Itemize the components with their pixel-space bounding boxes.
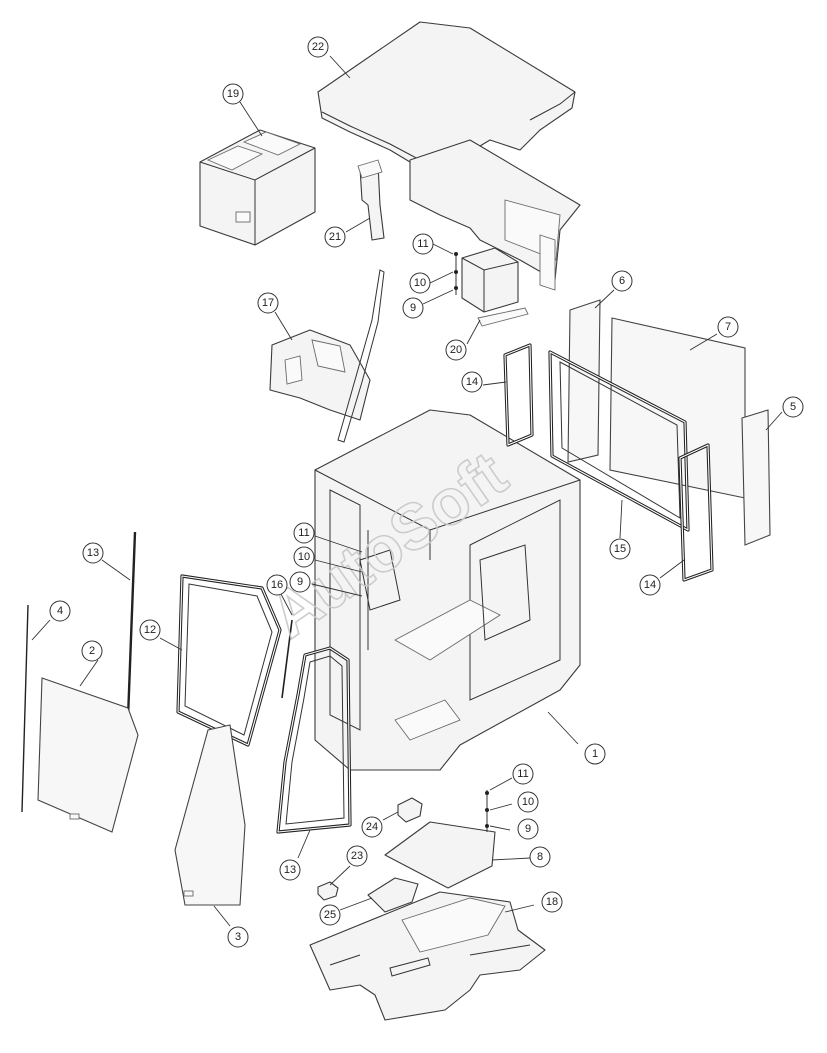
callout-8: 8 xyxy=(529,846,551,868)
part-door-glass xyxy=(37,677,139,833)
callout-25: 25 xyxy=(319,904,341,926)
svg-text:10: 10 xyxy=(298,551,310,563)
svg-text:11: 11 xyxy=(417,238,428,250)
part-window-seal-large xyxy=(548,350,690,532)
callout-13-lower: 13 xyxy=(279,859,301,881)
part-control-box xyxy=(454,247,529,327)
callout-21: 21 xyxy=(324,226,346,248)
callout-17: 17 xyxy=(257,292,279,314)
callout-20: 20 xyxy=(445,339,467,361)
svg-text:1: 1 xyxy=(592,748,598,760)
part-bracket xyxy=(357,159,385,241)
part-seal-13-lower xyxy=(276,646,352,834)
callout-3: 3 xyxy=(227,926,249,948)
part-floor-plate xyxy=(384,790,496,889)
callout-6: 6 xyxy=(611,270,633,292)
svg-text:7: 7 xyxy=(725,321,731,333)
svg-text:11: 11 xyxy=(298,527,309,539)
svg-text:8: 8 xyxy=(537,851,543,863)
svg-text:9: 9 xyxy=(297,576,303,588)
callout-23: 23 xyxy=(346,845,368,867)
svg-text:16: 16 xyxy=(271,579,283,591)
svg-text:18: 18 xyxy=(546,896,558,908)
svg-text:15: 15 xyxy=(614,543,626,555)
callout-22: 22 xyxy=(307,36,329,58)
callout-18: 18 xyxy=(541,891,563,913)
callouts: 22 19 21 11 10 9 20 17 6 7 14 5 15 14 13… xyxy=(49,36,804,948)
part-floor-mat xyxy=(309,891,546,1021)
part-door-seal xyxy=(176,574,282,747)
callout-10-lower: 10 xyxy=(517,791,539,813)
callout-14-upper: 14 xyxy=(461,371,483,393)
part-small-glass xyxy=(741,409,771,546)
callout-5: 5 xyxy=(782,396,804,418)
svg-text:22: 22 xyxy=(312,41,324,53)
svg-text:14: 14 xyxy=(644,579,656,591)
callout-19: 19 xyxy=(222,83,244,105)
part-item-24 xyxy=(397,797,423,823)
part-cab-frame xyxy=(314,409,581,771)
part-glass-panel-3 xyxy=(174,724,246,906)
svg-text:21: 21 xyxy=(329,231,341,243)
part-roof xyxy=(317,21,576,171)
part-strip-4 xyxy=(21,604,29,813)
svg-text:20: 20 xyxy=(450,344,462,356)
callout-16: 16 xyxy=(266,574,288,596)
svg-text:19: 19 xyxy=(227,88,239,100)
part-console xyxy=(269,269,385,443)
svg-text:23: 23 xyxy=(351,850,363,862)
svg-text:6: 6 xyxy=(619,275,625,287)
callout-12: 12 xyxy=(139,619,161,641)
part-strip-16 xyxy=(281,619,293,699)
callout-4: 4 xyxy=(49,600,71,622)
callout-15: 15 xyxy=(609,538,631,560)
callout-11-mid: 11 xyxy=(293,522,315,544)
part-item-23 xyxy=(317,881,339,901)
callout-10-mid: 10 xyxy=(293,546,315,568)
callout-11-lower: 11 xyxy=(512,763,534,785)
svg-text:25: 25 xyxy=(324,909,336,921)
leader-lines xyxy=(31,55,783,927)
svg-text:11: 11 xyxy=(517,768,528,780)
svg-text:24: 24 xyxy=(366,821,378,833)
svg-text:17: 17 xyxy=(262,297,274,309)
part-side-glass xyxy=(609,317,746,499)
svg-text:2: 2 xyxy=(89,645,95,657)
part-rear-wall xyxy=(409,139,581,291)
callout-10-upper: 10 xyxy=(409,272,431,294)
callout-9-lower: 9 xyxy=(517,818,539,840)
callout-9-upper: 9 xyxy=(402,297,424,319)
part-seal-upper xyxy=(503,343,534,447)
part-rear-glass xyxy=(567,299,601,463)
callout-13-upper: 13 xyxy=(82,542,104,564)
callout-7: 7 xyxy=(717,316,739,338)
svg-text:4: 4 xyxy=(57,605,63,617)
svg-text:10: 10 xyxy=(414,277,426,289)
svg-text:12: 12 xyxy=(144,624,156,636)
part-storage-box xyxy=(199,129,316,246)
callout-1: 1 xyxy=(584,743,606,765)
callout-24: 24 xyxy=(361,816,383,838)
part-seal-lower xyxy=(678,443,714,582)
svg-text:10: 10 xyxy=(522,796,534,808)
svg-text:5: 5 xyxy=(790,401,796,413)
svg-text:9: 9 xyxy=(525,823,531,835)
svg-text:3: 3 xyxy=(235,931,241,943)
callout-11-upper: 11 xyxy=(412,233,434,255)
svg-text:14: 14 xyxy=(466,376,478,388)
callout-9-mid: 9 xyxy=(289,571,311,593)
part-plate-25 xyxy=(367,877,419,913)
svg-text:9: 9 xyxy=(410,302,416,314)
svg-text:13: 13 xyxy=(284,864,296,876)
part-strip-13 xyxy=(126,531,137,719)
callout-2: 2 xyxy=(81,640,103,662)
callout-14-lower: 14 xyxy=(639,574,661,596)
svg-text:13: 13 xyxy=(87,547,99,559)
